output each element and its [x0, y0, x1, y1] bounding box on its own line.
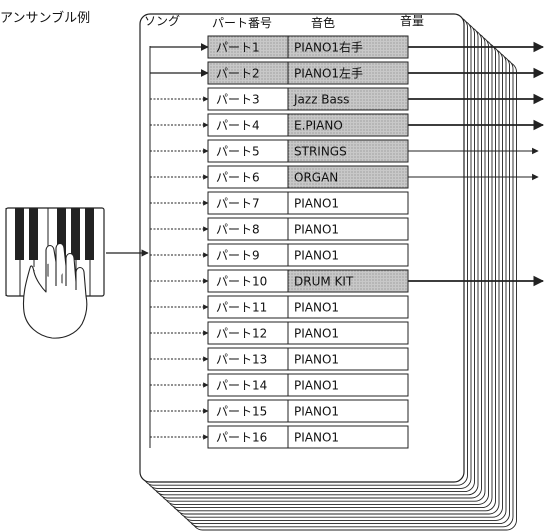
tone-cell: [287, 425, 409, 449]
tone-label: Jazz Bass: [293, 93, 349, 107]
part-label: パート7: [216, 197, 260, 211]
part-label: パート5: [216, 145, 260, 159]
part-label: パート8: [216, 223, 260, 237]
tone-cell: [287, 295, 409, 319]
part-label: パート4: [216, 119, 260, 133]
tone-cell: [287, 243, 409, 267]
black-key: [15, 208, 24, 260]
part-row: パート7 PIANO1: [150, 191, 409, 215]
part-row: パート11 PIANO1: [150, 295, 409, 319]
tone-label: PIANO1: [294, 249, 339, 263]
part-row: パート14 PIANO1: [150, 373, 409, 397]
tone-cell: [287, 217, 409, 241]
tone-label: ORGAN: [294, 171, 338, 185]
tone-label: PIANO1: [294, 431, 339, 445]
tone-label: PIANO1: [294, 327, 339, 341]
part-row: パート12 PIANO1: [150, 321, 409, 345]
tone-cell: [287, 373, 409, 397]
part-number-header: パート番号: [212, 16, 272, 30]
part-row: パート5 STRINGS: [150, 139, 539, 163]
part-row: パート10 DRUM KIT: [150, 269, 545, 293]
part-row: パート16 PIANO1: [150, 425, 409, 449]
part-label: パート14: [216, 379, 267, 393]
part-row: パート6 ORGAN: [150, 165, 539, 189]
part-label: パート10: [216, 275, 267, 289]
tone-label: PIANO1: [294, 197, 339, 211]
tone-cell: [287, 347, 409, 371]
part-label: パート15: [216, 405, 267, 419]
black-keys: [15, 208, 94, 260]
tone-label: PIANO1: [294, 353, 339, 367]
tone-cell: [287, 399, 409, 423]
part-label: パート9: [216, 249, 260, 263]
part-label: パート1: [216, 41, 260, 55]
part-label: パート2: [216, 67, 260, 81]
tone-cell: [287, 321, 409, 345]
part-label: パート12: [216, 327, 267, 341]
part-label: パート16: [216, 431, 267, 445]
black-key: [57, 208, 66, 260]
tone-label: DRUM KIT: [294, 275, 354, 289]
hand-icon: [22, 242, 88, 339]
part-label: パート3: [216, 93, 260, 107]
volume-header: 音量: [400, 13, 424, 28]
part-row: パート13 PIANO1: [150, 347, 409, 371]
diagram-title: アンサンブル例: [0, 10, 90, 26]
tone-label: PIANO1: [294, 223, 339, 237]
part-row: パート1 PIANO1右手: [150, 35, 545, 59]
part-row: パート15 PIANO1: [150, 399, 409, 423]
tone-label: PIANO1右手: [294, 40, 363, 55]
part-row: パート3 Jazz Bass: [150, 87, 545, 111]
part-row: パート9 PIANO1: [150, 243, 409, 267]
keyboard-hand-illustration: [5, 207, 105, 339]
part-row: パート4 E.PIANO: [150, 113, 545, 137]
tone-cell: [287, 191, 409, 215]
tone-label: PIANO1左手: [294, 66, 363, 81]
tone-header: 音色: [311, 15, 335, 30]
song-header: ソング: [144, 14, 180, 28]
part-row: パート2 PIANO1左手: [150, 61, 545, 85]
part-label: パート11: [216, 301, 267, 315]
tone-label: STRINGS: [294, 145, 347, 159]
tone-label: PIANO1: [294, 379, 339, 393]
part-label: パート13: [216, 353, 267, 367]
black-key: [85, 208, 94, 260]
black-key: [71, 208, 80, 260]
part-label: パート6: [216, 171, 260, 185]
part-row: パート8 PIANO1: [150, 217, 409, 241]
tone-label: E.PIANO: [294, 119, 343, 133]
tone-label: PIANO1: [294, 405, 339, 419]
tone-label: PIANO1: [294, 301, 339, 315]
black-key: [29, 208, 38, 260]
